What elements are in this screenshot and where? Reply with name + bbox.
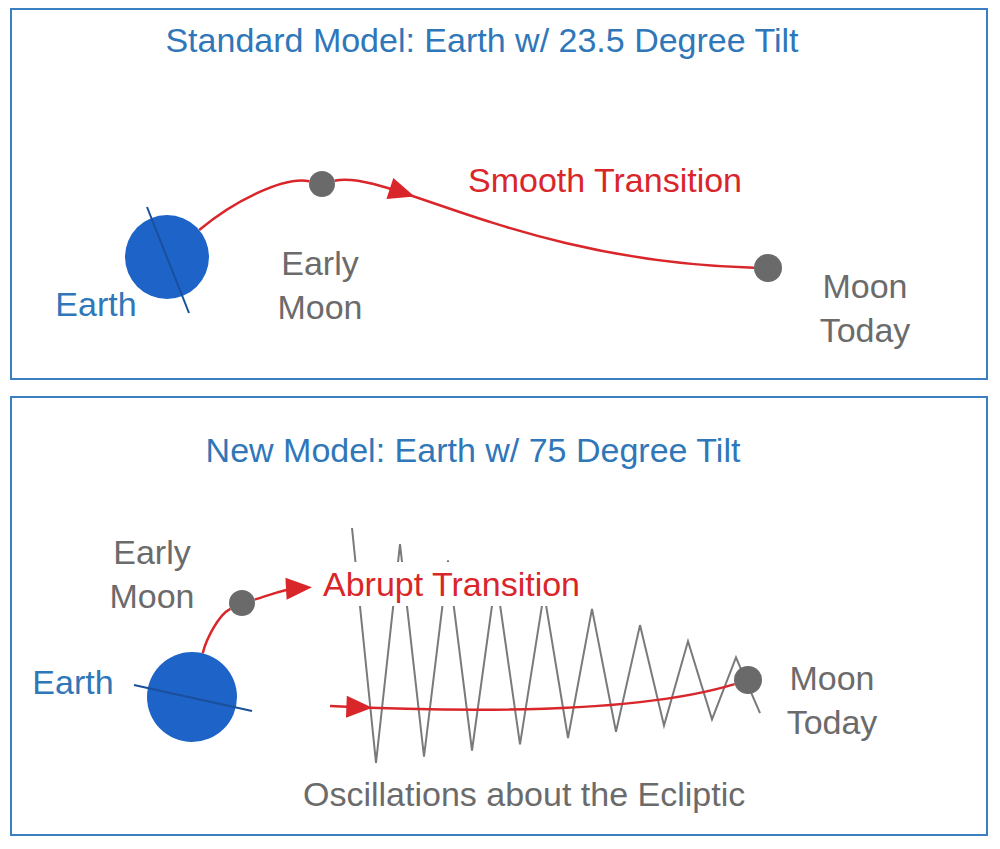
transition-connector: [203, 609, 231, 653]
transition-curve: [199, 181, 309, 230]
transition-curve: [203, 609, 231, 653]
annotation-label: Oscillations about the Ecliptic: [300, 772, 748, 816]
body-label: Earth: [36, 282, 156, 326]
annotation-label: Smooth Transition: [468, 158, 742, 202]
moon-dot: Early Moon: [309, 171, 335, 197]
earth-circle: Earth: [125, 215, 209, 299]
annotation-label: Abrupt Transition: [320, 562, 583, 606]
arrow-head: [346, 696, 372, 718]
panel-title: New Model: Earth w/ 75 Degree Tilt: [206, 428, 741, 472]
tilt-axis-line: [134, 685, 252, 711]
panel-title: Standard Model: Earth w/ 23.5 Degree Til…: [165, 18, 798, 62]
model-panel: New Model: Earth w/ 75 Degree TiltEarth E…: [10, 396, 988, 836]
tilt-axis: [147, 652, 237, 742]
earth-circle: Earth: [147, 652, 237, 742]
tilt-axis: [125, 215, 209, 299]
transition-curve: [330, 684, 735, 710]
tilt-axis-line: [147, 207, 189, 313]
transition-connector: [199, 181, 309, 230]
body-label: Earth: [13, 660, 133, 704]
body-label: Early Moon: [77, 530, 227, 618]
arrow-head: [386, 178, 414, 199]
body-label: Moon Today: [805, 264, 925, 352]
moon-dot: Early Moon: [229, 590, 255, 616]
arrow-head: [285, 578, 312, 600]
body-label: Moon Today: [772, 656, 892, 744]
body-label: Early Moon: [245, 241, 395, 329]
moon-dot: Moon Today: [734, 666, 762, 694]
moon-dot: Moon Today: [754, 254, 782, 282]
